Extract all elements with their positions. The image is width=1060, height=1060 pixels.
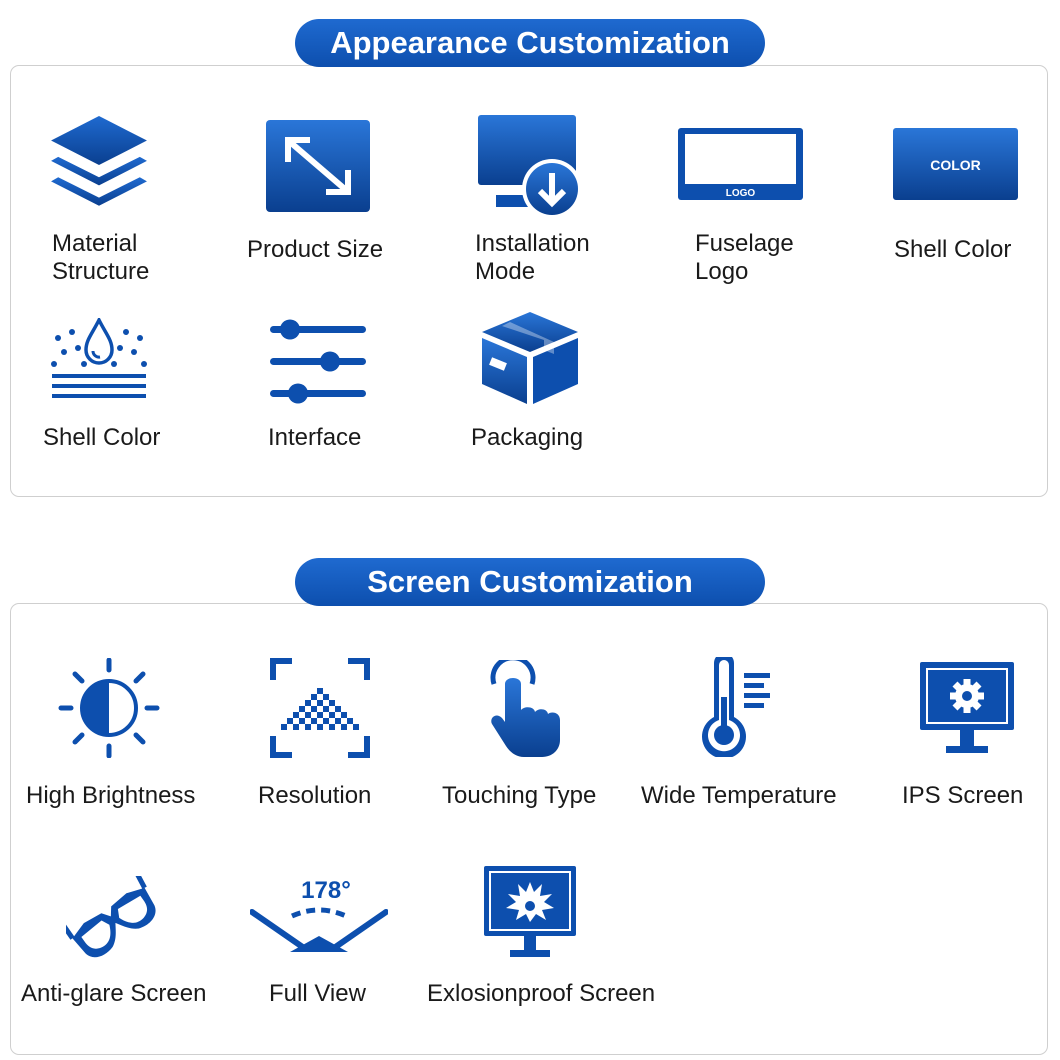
installation-mode-label: Installation Mode [475,230,590,285]
logo-frame-icon: LOGO [678,128,803,200]
interface-label: Interface [268,424,362,451]
svg-text:COLOR: COLOR [930,157,981,173]
exlosionproof-screen-label: Exlosionproof Screen [427,980,656,1007]
resolution-label: Resolution [258,782,372,809]
glasses-icon [66,876,158,960]
ips-monitor-icon [920,662,1014,754]
high-brightness-label: High Brightness [26,782,196,809]
material-structure-label: Material Structure [52,230,150,285]
resize-arrow-icon [266,120,370,212]
monitor-download-icon [478,115,584,219]
waterproof-icon [50,318,148,400]
explosion-monitor-icon [484,866,576,958]
viewing-angle-icon: 178° [250,874,388,958]
fuselage-logo-label: Fuselage Logo [695,230,794,285]
color-card-icon: COLOR [893,128,1018,200]
resolution-icon [270,658,370,758]
layers-icon [48,114,150,216]
shell-color-label: Shell Color [894,236,1012,263]
brightness-icon [58,658,160,758]
package-box-icon [480,310,580,406]
sliders-icon [268,318,368,406]
screen-customization-title: Screen Customization [295,558,765,606]
touching-type-label: Touching Type [442,782,597,809]
screen-panel [10,603,1048,1055]
touch-hand-icon [488,660,564,758]
svg-text:LOGO: LOGO [726,188,756,199]
wide-temperature-label: Wide Temperature [641,782,837,809]
thermometer-icon [702,657,774,757]
full-view-label: Full View [269,980,366,1007]
appearance-customization-title: Appearance Customization [295,19,765,67]
ips-screen-label: IPS Screen [902,782,1024,809]
packaging-label: Packaging [471,424,584,451]
svg-text:178°: 178° [301,877,351,904]
shell-color-2-label: Shell Color [43,424,161,451]
anti-glare-screen-label: Anti-glare Screen [21,980,207,1007]
product-size-label: Product Size [247,236,384,263]
